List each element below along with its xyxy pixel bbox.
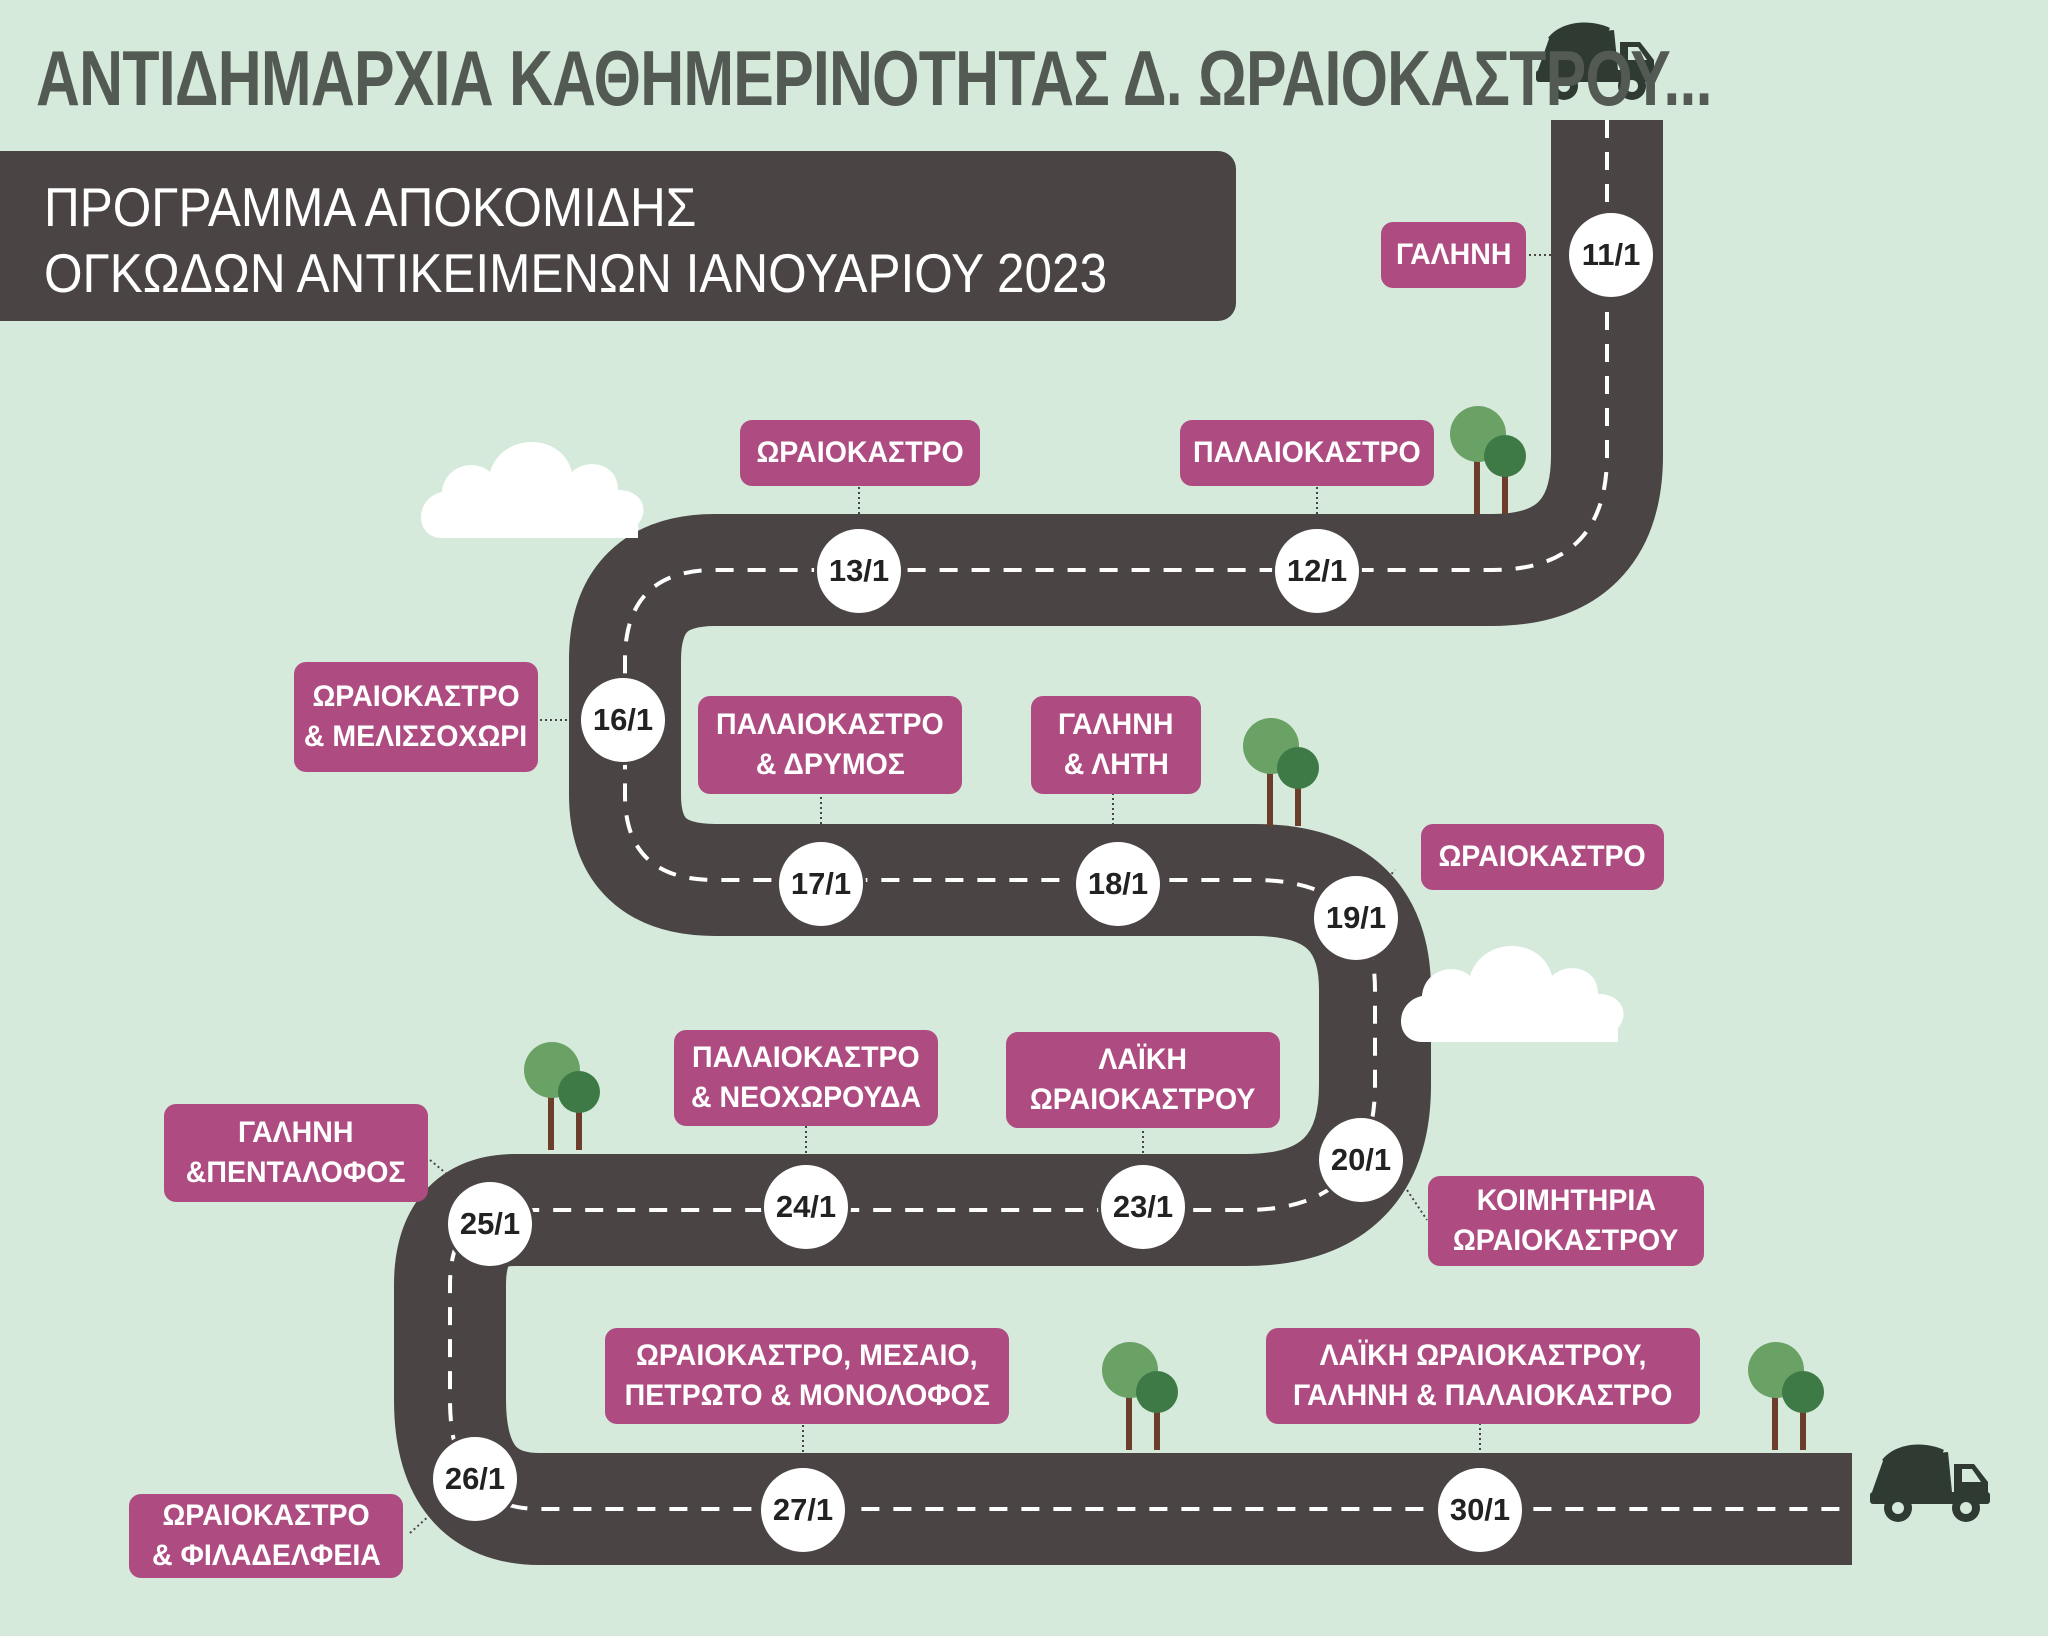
location-label-line: & ΔΡΥΜΟΣ	[755, 748, 905, 781]
location-label: ΓΑΛΗΝΗ&ΠΕΝΤΑΛΟΦΟΣ	[164, 1104, 428, 1202]
date-circle: 19/1	[1311, 873, 1401, 963]
tree-icon	[1102, 1342, 1178, 1450]
tree-icon	[1748, 1342, 1824, 1450]
location-label: ΩΡΑΙΟΚΑΣΤΡΟ, ΜΕΣΑΙΟ, ΠΕΤΡΩΤΟ & ΜΟΝΟΛΟΦΟΣ	[605, 1328, 1009, 1424]
location-label: ΠΑΛΑΙΟΚΑΣΤΡΟ & ΔΡΥΜΟΣ	[698, 696, 962, 794]
location-label: ΩΡΑΙΟΚΑΣΤΡΟ	[1421, 824, 1664, 890]
location-label: ΚΟΙΜΗΤΗΡΙΑ ΩΡΑΙΟΚΑΣΤΡΟΥ	[1428, 1176, 1704, 1266]
date-circle: 16/1	[578, 675, 668, 765]
location-label-line: ΩΡΑΙΟΚΑΣΤΡΟ	[312, 680, 520, 713]
date-circle: 20/1	[1316, 1115, 1406, 1205]
location-label: ΛΑΪΚΗ ΩΡΑΙΟΚΑΣΤΡΟΥ	[1006, 1032, 1280, 1128]
location-label-line: ΩΡΑΙΟΚΑΣΤΡΟΥ	[1030, 1083, 1256, 1116]
location-label-line: ΚΟΙΜΗΤΗΡΙΑ	[1476, 1184, 1656, 1217]
location-label-line: &ΠΕΝΤΑΛΟΦΟΣ	[186, 1156, 406, 1189]
date-circle: 13/1	[814, 526, 904, 616]
date-circle: 25/1	[445, 1179, 535, 1269]
date-circle: 30/1	[1435, 1465, 1525, 1555]
subtitle-line-1: ΠΡΟΓΡΑΜΜΑ ΑΠΟΚΟΜΙΔΗΣ	[44, 176, 697, 238]
subtitle-banner: ΠΡΟΓΡΑΜΜΑ ΑΠΟΚΟΜΙΔΗΣ ΟΓΚΩΔΩΝ ΑΝΤΙΚΕΙΜΕΝΩ…	[0, 151, 1236, 321]
location-label-line: ΓΑΛΗΝΗ & ΠΑΛΑΙΟΚΑΣΤΡΟ	[1293, 1379, 1673, 1412]
page-title: ΑΝΤΙΔΗΜΑΡΧΙΑ ΚΑΘΗΜΕΡΙΝΟΤΗΤΑΣ Δ. ΩΡΑΙΟΚΑΣ…	[36, 34, 1713, 122]
date-circle: 24/1	[761, 1162, 851, 1252]
location-label-line: ΛΑΪΚΗ	[1098, 1043, 1188, 1076]
location-label-line: ΩΡΑΙΟΚΑΣΤΡΟ	[756, 436, 964, 469]
location-label-line: & ΛΗΤΗ	[1063, 748, 1169, 781]
tree-icon	[1243, 718, 1319, 826]
location-label-line: ΩΡΑΙΟΚΑΣΤΡΟ	[1438, 840, 1647, 873]
location-label-line: ΠΑΛΑΙΟΚΑΣΤΡΟ	[716, 708, 944, 741]
date-circle: 27/1	[758, 1465, 848, 1555]
location-label-line: ΓΑΛΗΝΗ	[1058, 708, 1174, 741]
date-circle: 23/1	[1098, 1162, 1188, 1252]
date-circle: 17/1	[776, 839, 866, 929]
tree-icon	[524, 1042, 600, 1150]
location-label-line: ΩΡΑΙΟΚΑΣΤΡΟΥ	[1453, 1224, 1679, 1257]
location-label-line: & ΜΕΛΙΣΣΟΧΩΡΙ	[304, 720, 528, 753]
location-label: ΓΑΛΗΝΗ	[1381, 222, 1526, 288]
location-label-line: ΩΡΑΙΟΚΑΣΤΡΟ, ΜΕΣΑΙΟ,	[636, 1339, 978, 1372]
location-label-line: ΠΑΛΑΙΟΚΑΣΤΡΟ	[1193, 436, 1421, 469]
location-label: ΩΡΑΙΟΚΑΣΤΡΟ & ΜΕΛΙΣΣΟΧΩΡΙ	[294, 662, 538, 772]
cloud-icon	[1401, 946, 1624, 1042]
location-label: ΠΑΛΑΙΟΚΑΣΤΡΟ & ΝΕΟΧΩΡΟΥΔΑ	[674, 1030, 938, 1126]
location-label: ΠΑΛΑΙΟΚΑΣΤΡΟ	[1180, 420, 1434, 486]
location-label-line: & ΝΕΟΧΩΡΟΥΔΑ	[690, 1081, 921, 1114]
location-label: ΩΡΑΙΟΚΑΣΤΡΟ & ΦΙΛΑΔΕΛΦΕΙΑ	[129, 1494, 403, 1578]
cloud-icon	[421, 442, 644, 538]
location-label-line: ΛΑΪΚΗ ΩΡΑΙΟΚΑΣΤΡΟΥ,	[1319, 1339, 1647, 1372]
location-label-line: & ΦΙΛΑΔΕΛΦΕΙΑ	[151, 1539, 381, 1572]
location-label-line: ΠΕΤΡΩΤΟ & ΜΟΝΟΛΟΦΟΣ	[624, 1379, 990, 1412]
date-circle: 12/1	[1272, 526, 1362, 616]
subtitle-line-2: ΟΓΚΩΔΩΝ ΑΝΤΙΚΕΙΜΕΝΩΝ ΙΑΝΟΥΑΡΙΟΥ 2023	[44, 242, 1108, 304]
date-circle: 26/1	[430, 1434, 520, 1524]
road	[394, 120, 1852, 1565]
date-circle: 18/1	[1073, 839, 1163, 929]
tree-icon	[1450, 406, 1526, 514]
location-label: ΓΑΛΗΝΗ & ΛΗΤΗ	[1031, 696, 1201, 794]
location-label-line: ΩΡΑΙΟΚΑΣΤΡΟ	[162, 1499, 370, 1532]
date-circle: 11/1	[1566, 210, 1656, 300]
garbage-truck-icon	[1870, 1444, 1990, 1522]
location-label-line: ΠΑΛΑΙΟΚΑΣΤΡΟ	[692, 1041, 920, 1074]
location-label: ΛΑΪΚΗ ΩΡΑΙΟΚΑΣΤΡΟΥ, ΓΑΛΗΝΗ & ΠΑΛΑΙΟΚΑΣΤΡΟ	[1266, 1328, 1700, 1424]
location-label-line: ΓΑΛΗΝΗ	[1395, 238, 1512, 271]
location-label-line: ΓΑΛΗΝΗ	[238, 1116, 354, 1149]
location-label: ΩΡΑΙΟΚΑΣΤΡΟ	[740, 420, 980, 486]
